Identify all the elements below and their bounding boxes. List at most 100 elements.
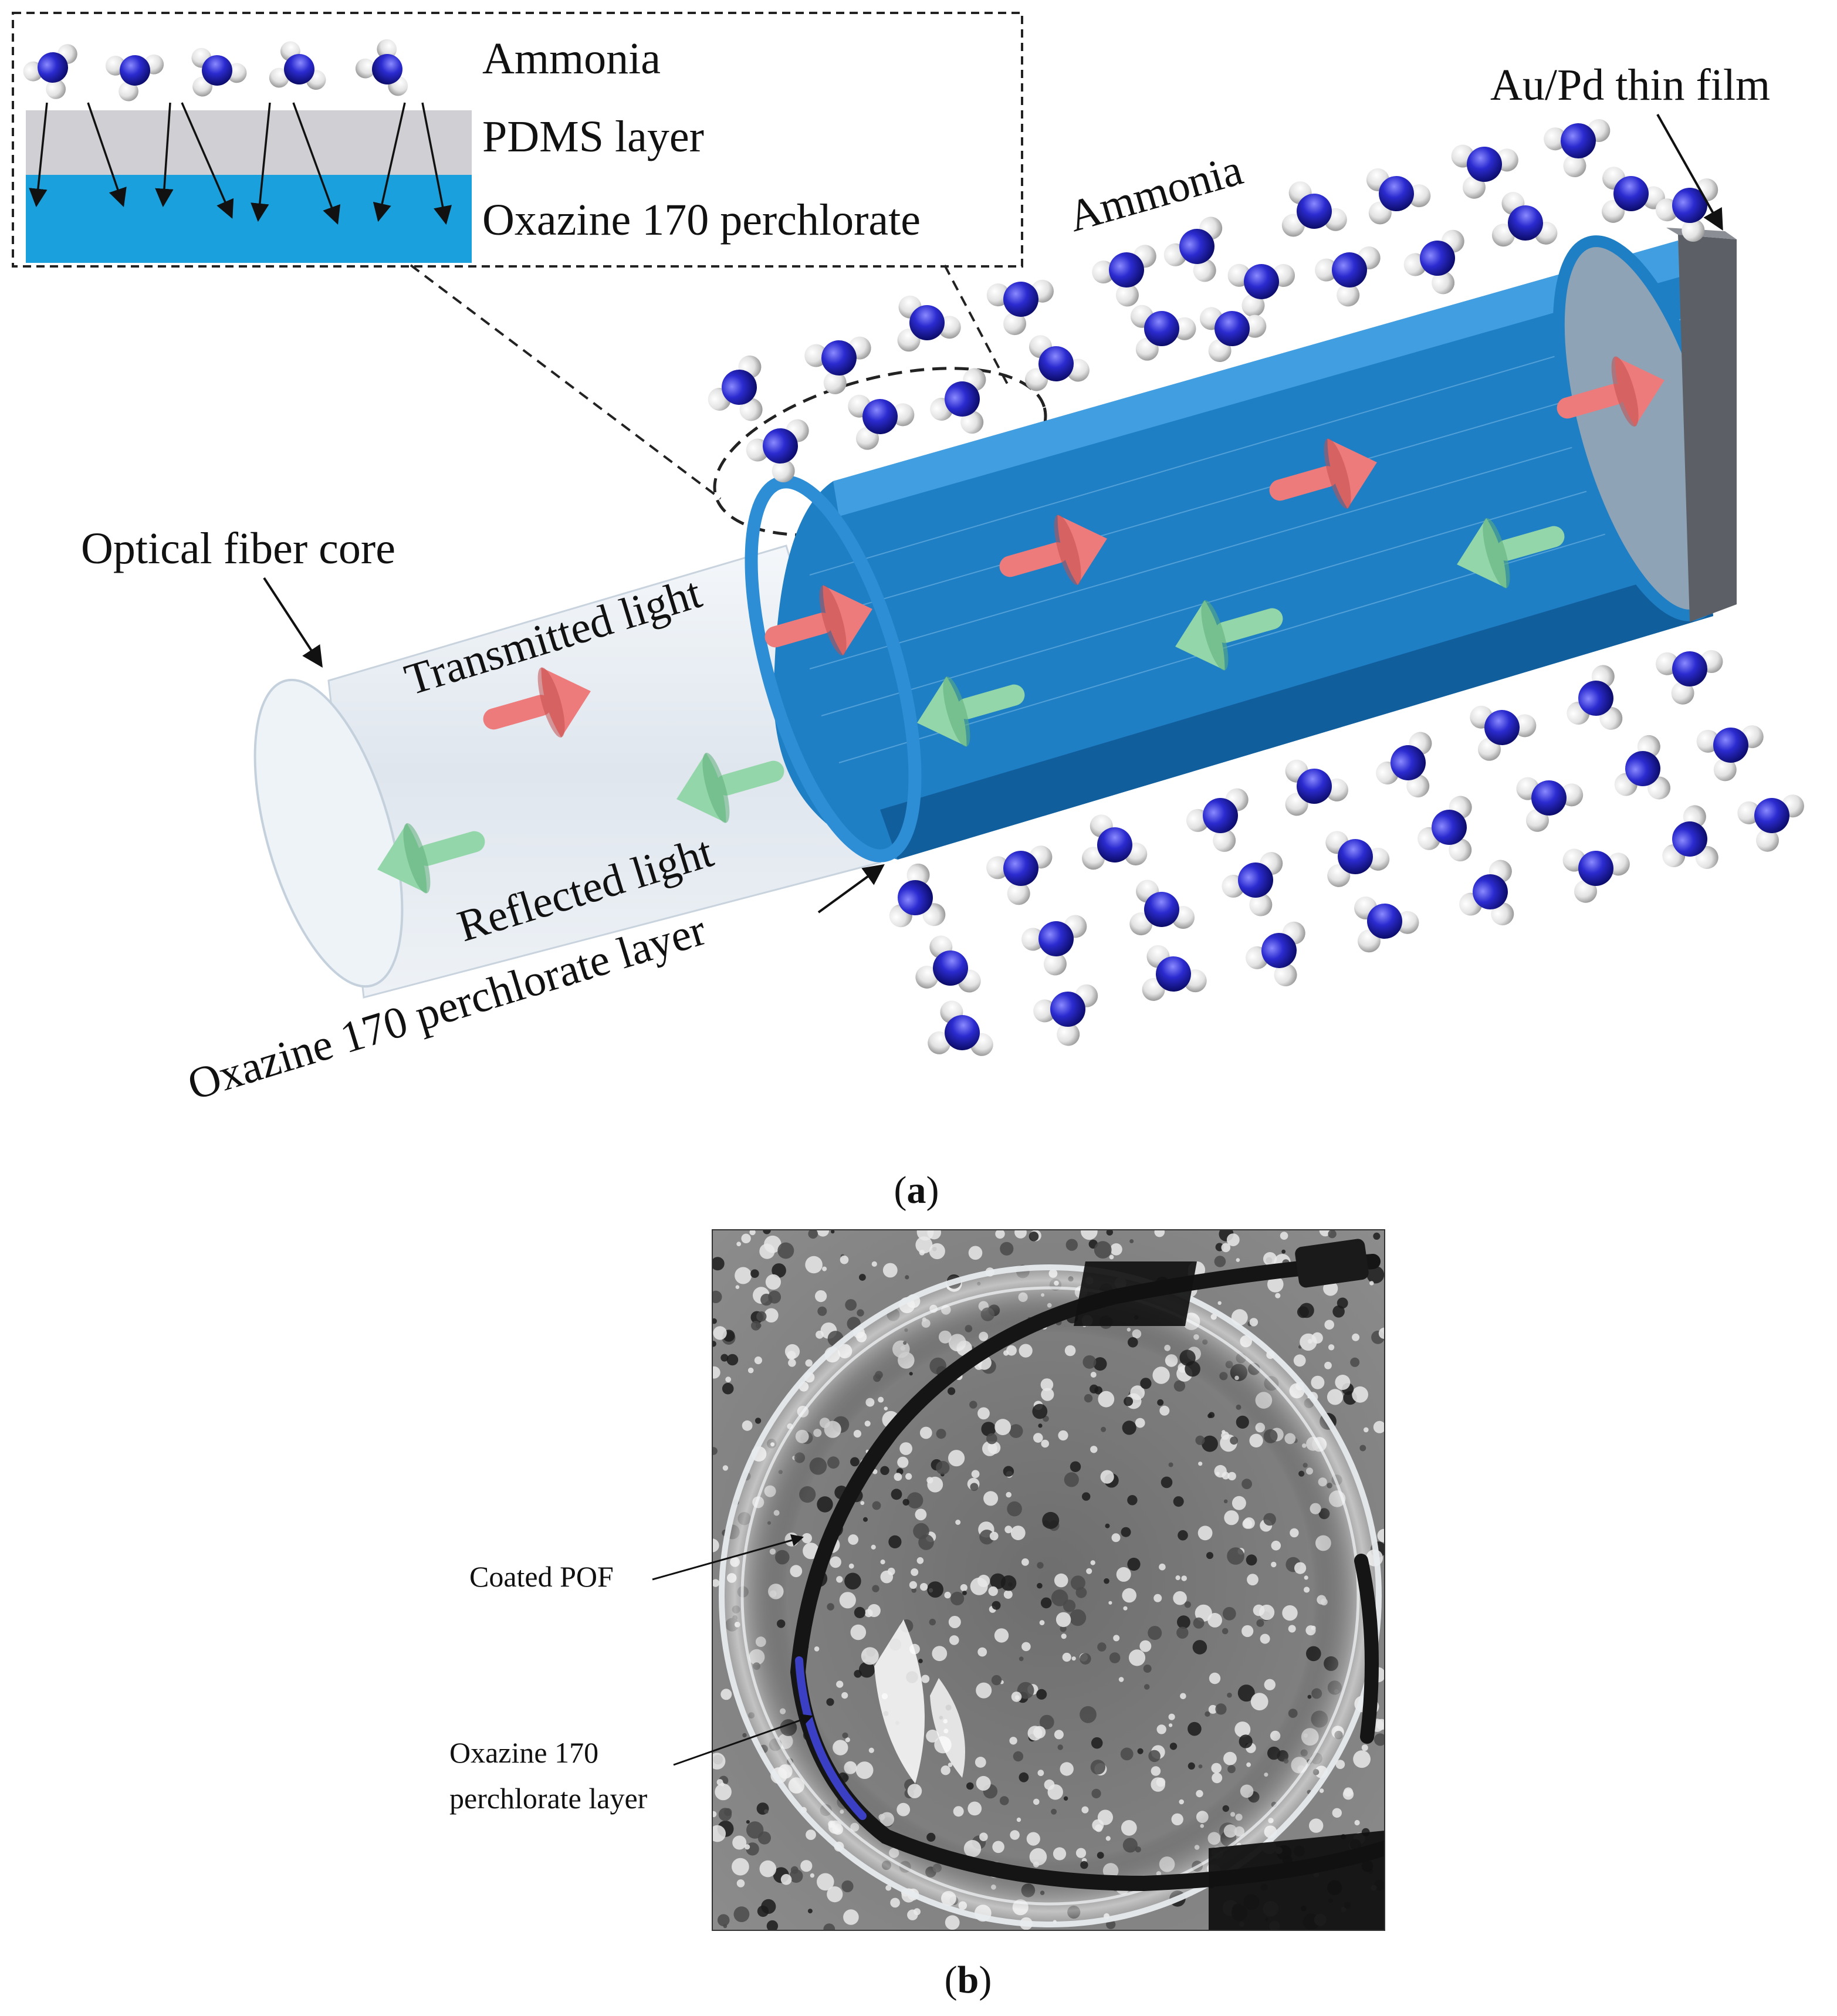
nitrogen-atom xyxy=(1109,252,1144,287)
ammonia-molecule xyxy=(889,863,946,928)
ammonia-molecule xyxy=(1163,217,1223,282)
dish-glare xyxy=(874,1619,925,1784)
hydrogen-atom xyxy=(1241,294,1265,317)
hydrogen-atom xyxy=(772,459,795,483)
hydrogen-atom xyxy=(739,398,763,421)
nitrogen-atom xyxy=(1561,123,1596,158)
hydrogen-atom xyxy=(1574,880,1597,903)
oxazine-label-line2: perchlorate layer xyxy=(449,1782,648,1815)
nitrogen-atom xyxy=(1508,205,1543,241)
nitrogen-atom xyxy=(1484,710,1520,745)
black-tape-top xyxy=(1074,1261,1197,1326)
nitrogen-atom xyxy=(1144,892,1179,927)
diffusion-arrow xyxy=(251,102,271,222)
panel-a-caption: (a) xyxy=(894,1169,939,1212)
hydrogen-atom xyxy=(804,344,828,367)
inset-oxazine-layer xyxy=(26,175,472,263)
ammonia-molecule xyxy=(105,54,164,102)
fiber-core-end xyxy=(253,678,404,988)
hydrogen-atom xyxy=(915,965,939,989)
ammonia-molecule xyxy=(1491,192,1558,247)
callout-line-right xyxy=(943,265,1010,388)
nitrogen-atom xyxy=(1713,728,1748,763)
nitrogen-atom xyxy=(1261,933,1297,968)
nitrogen-atom xyxy=(1432,810,1467,845)
callout-line-left xyxy=(410,264,722,500)
ammonia-molecule xyxy=(928,1000,993,1056)
au-pd-film xyxy=(1678,235,1737,622)
nitrogen-atom xyxy=(1332,252,1367,287)
diffusion-arrow xyxy=(373,102,406,222)
ammonia-molecule xyxy=(1562,848,1630,903)
nitrogen-atom xyxy=(1038,346,1074,381)
fiber-core xyxy=(253,544,881,999)
hydrogen-atom xyxy=(1682,219,1705,242)
nitrogen-atom xyxy=(862,399,898,434)
ammonia-molecule xyxy=(1285,759,1348,816)
hydrogen-atom xyxy=(823,371,847,394)
nitrogen-atom xyxy=(1625,751,1660,786)
ammonia-molecule xyxy=(1516,777,1584,832)
ammonia-molecule xyxy=(1281,181,1347,237)
photo-frame xyxy=(712,1229,1385,1931)
hydrogen-atom xyxy=(928,1031,951,1054)
ammonia-molecule xyxy=(1662,805,1718,869)
nitrogen-atom xyxy=(38,52,68,83)
nitrogen-atom xyxy=(1467,147,1502,182)
nitrogen-atom xyxy=(945,1015,980,1050)
ammonia-molecule xyxy=(1459,860,1514,926)
hydrogen-atom xyxy=(1213,828,1236,852)
optical-fiber-core-pointer xyxy=(263,577,323,668)
ammonia-molecule xyxy=(1129,880,1195,936)
ammonia-molecule xyxy=(1130,305,1196,361)
coating-bottom-shade xyxy=(880,563,1713,860)
ammonia-molecule xyxy=(1092,245,1156,307)
hydrogen-atom xyxy=(1713,758,1737,782)
ammonia-molecule xyxy=(1315,246,1381,307)
ammonia-molecule xyxy=(191,48,247,97)
ammonia-molecule xyxy=(1354,897,1419,953)
hydrogen-atom xyxy=(960,411,984,434)
nitrogen-atom xyxy=(1244,264,1279,299)
photograph xyxy=(712,1230,1385,1930)
panel-b-caption: (b) xyxy=(945,1959,992,2001)
cable-side-right xyxy=(1354,1554,1379,1744)
oxazine-layer-pointer xyxy=(817,864,885,914)
diffusion-arrow xyxy=(181,102,234,219)
nitrogen-atom xyxy=(1613,176,1649,211)
reflected-light-arrow xyxy=(1457,517,1565,588)
nitrogen-atom xyxy=(120,55,150,86)
diffusion-arrow xyxy=(29,102,48,208)
callout-ellipse xyxy=(713,367,1047,537)
ammonia-molecule xyxy=(1403,229,1464,295)
coating-top-highlight xyxy=(833,241,1684,516)
nitrogen-atom xyxy=(898,880,933,915)
dish-glare-2 xyxy=(930,1678,965,1778)
ammonia-molecule xyxy=(986,845,1053,905)
nitrogen-atom xyxy=(933,951,968,986)
hydrogen-atom xyxy=(986,856,1010,880)
hydrogen-atom xyxy=(1057,1023,1080,1046)
inset-oxazine-label: Oxazine 170 perchlorate xyxy=(482,195,921,245)
nitrogen-atom xyxy=(1297,194,1332,229)
nitrogen-atom xyxy=(945,381,980,417)
ammonia-molecule xyxy=(1246,921,1305,987)
hydrogen-atom xyxy=(1544,127,1567,151)
diffusion-arrow xyxy=(292,102,341,225)
nitrogen-atom xyxy=(763,428,798,464)
ammonia-molecule xyxy=(1227,263,1295,317)
inset-ammonia-label: Ammonia xyxy=(482,34,661,83)
inset-diffusion-arrows xyxy=(29,102,452,225)
ammonia-molecule xyxy=(1656,650,1723,705)
transmitted-light-arrow xyxy=(764,585,872,656)
nitrogen-atom xyxy=(1672,821,1707,857)
diffusion-arrow xyxy=(87,102,127,207)
coating-front-rim xyxy=(745,475,922,862)
hydrogen-atom xyxy=(1092,261,1115,284)
hydrogen-atom xyxy=(1274,963,1297,987)
hydrogen-atom xyxy=(377,39,397,59)
nitrogen-atom xyxy=(1473,874,1508,909)
hydrogen-atom xyxy=(1337,283,1360,307)
ammonia-molecule xyxy=(355,39,408,96)
ammonia-molecule xyxy=(1544,119,1611,178)
